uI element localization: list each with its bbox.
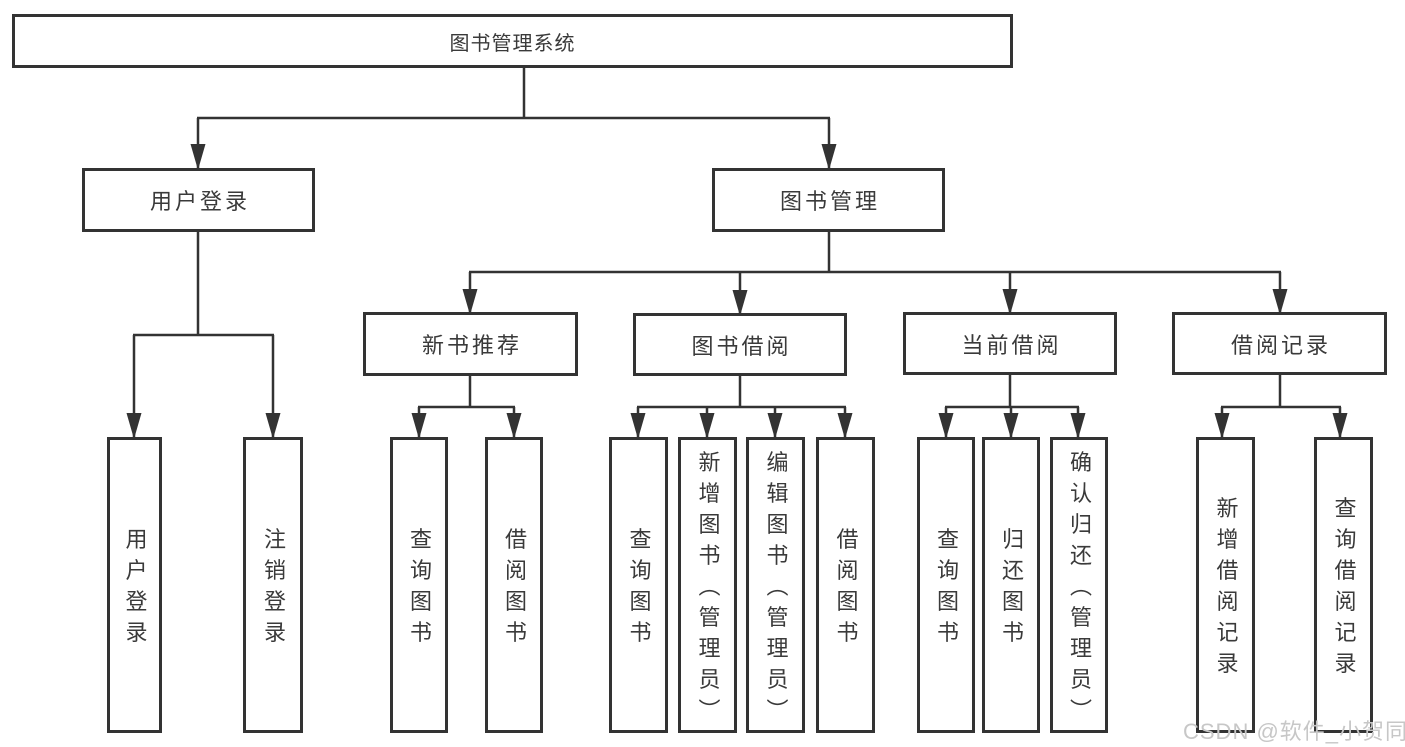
arrowhead-icons bbox=[126, 144, 1348, 439]
leaf-label: 新增借阅记录 bbox=[1213, 496, 1239, 683]
leaf-label: 用户登录 bbox=[122, 527, 148, 652]
node-current-borrowing: 当前借阅 bbox=[903, 312, 1117, 375]
node-label: 借阅记录 bbox=[1230, 332, 1331, 358]
leaf-label: 借阅图书 bbox=[833, 527, 859, 652]
leaf-add-borrow-record: 新增借阅记录 bbox=[1196, 437, 1255, 733]
leaf-confirm-return-admin: 确认归还（管理员） bbox=[1050, 437, 1108, 733]
leaf-label: 借阅图书 bbox=[502, 527, 527, 652]
leaf-label: 注销登录 bbox=[261, 527, 286, 652]
node-label: 图书管理 bbox=[779, 189, 880, 214]
node-library-management-system: 图书管理系统 bbox=[12, 14, 1013, 68]
node-borrowing-records: 借阅记录 bbox=[1172, 312, 1387, 375]
leaf-user-login: 用户登录 bbox=[107, 437, 162, 733]
leaf-borrow-books-recommend: 借阅图书 bbox=[485, 437, 543, 733]
leaf-edit-books-admin: 编辑图书（管理员） bbox=[746, 437, 805, 733]
leaf-label: 查询图书 bbox=[626, 527, 652, 652]
leaf-label: 查询图书 bbox=[407, 527, 432, 652]
node-label: 图书借阅 bbox=[691, 333, 792, 359]
node-book-borrowing: 图书借阅 bbox=[633, 313, 847, 376]
node-label: 新书推荐 bbox=[421, 333, 522, 358]
leaf-add-books-admin: 新增图书（管理员） bbox=[678, 437, 737, 733]
node-new-book-recommend: 新书推荐 bbox=[363, 312, 578, 376]
leaf-borrow-books: 借阅图书 bbox=[816, 437, 875, 733]
leaf-query-books-borrow: 查询图书 bbox=[609, 437, 668, 733]
csdn-watermark: CSDN @软件_小贺同学 bbox=[1183, 719, 1405, 744]
leaf-label: 查询图书 bbox=[934, 527, 959, 652]
leaf-label: 新增图书（管理员） bbox=[695, 450, 721, 729]
node-label: 图书管理系统 bbox=[449, 32, 576, 55]
node-label: 用户登录 bbox=[149, 189, 250, 214]
leaf-label: 确认归还（管理员） bbox=[1067, 450, 1092, 729]
node-book-management: 图书管理 bbox=[712, 168, 945, 232]
leaf-query-books-recommend: 查询图书 bbox=[390, 437, 448, 733]
node-label: 当前借阅 bbox=[961, 332, 1062, 358]
leaf-query-borrow-record: 查询借阅记录 bbox=[1314, 437, 1373, 733]
leaf-query-books-current: 查询图书 bbox=[917, 437, 975, 733]
node-user-login: 用户登录 bbox=[82, 168, 315, 232]
leaf-logout: 注销登录 bbox=[243, 437, 303, 733]
leaf-label: 归还图书 bbox=[999, 527, 1024, 652]
leaf-label: 查询借阅记录 bbox=[1331, 496, 1357, 683]
leaf-return-books: 归还图书 bbox=[982, 437, 1040, 733]
leaf-label: 编辑图书（管理员） bbox=[763, 450, 789, 729]
